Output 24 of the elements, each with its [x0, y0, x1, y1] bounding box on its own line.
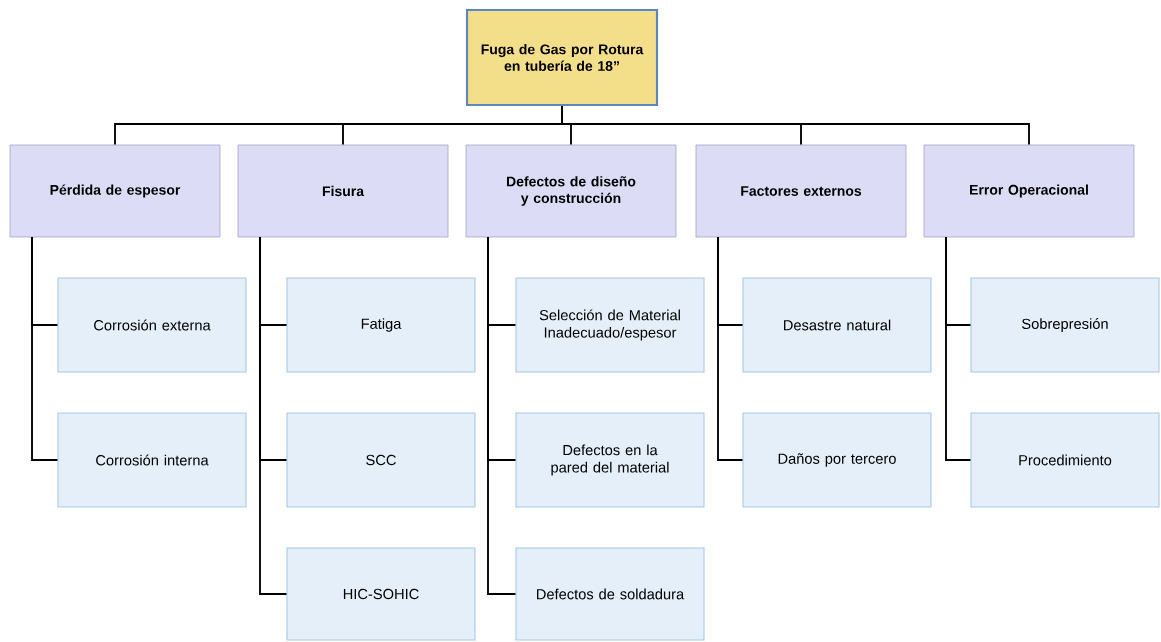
- category-box: Factores externos: [695, 144, 907, 238]
- cause-box: Corrosión interna: [57, 412, 247, 508]
- connector-line: [945, 236, 972, 461]
- cause-box: SCC: [286, 412, 476, 508]
- connector-line: [487, 236, 517, 595]
- cause-box: Daños por tercero: [742, 412, 932, 508]
- category-box: Error Operacional: [923, 144, 1135, 238]
- category-box: Defectos de diseño y construcción: [465, 144, 677, 238]
- cause-box: Fatiga: [286, 277, 476, 373]
- connector-line: [31, 236, 59, 461]
- category-box: Pérdida de espesor: [9, 144, 221, 238]
- cause-box: Sobrepresión: [970, 277, 1160, 373]
- cause-box: HIC-SOHIC: [286, 547, 476, 641]
- connector-line: [561, 105, 1030, 146]
- cause-box: Defectos de soldadura: [515, 547, 705, 641]
- cause-box: Selección de Material Inadecuado/espesor: [515, 277, 705, 373]
- category-box: Fisura: [237, 144, 449, 238]
- root-box: Fuga de Gas por Rotura en tubería de 18”: [465, 8, 659, 107]
- cause-box: Desastre natural: [742, 277, 932, 373]
- cause-box: Defectos en la pared del material: [515, 412, 705, 508]
- connector-line: [259, 236, 288, 595]
- cause-box: Corrosión externa: [57, 277, 247, 373]
- cause-box: Procedimiento: [970, 412, 1160, 508]
- connector-line: [717, 236, 744, 461]
